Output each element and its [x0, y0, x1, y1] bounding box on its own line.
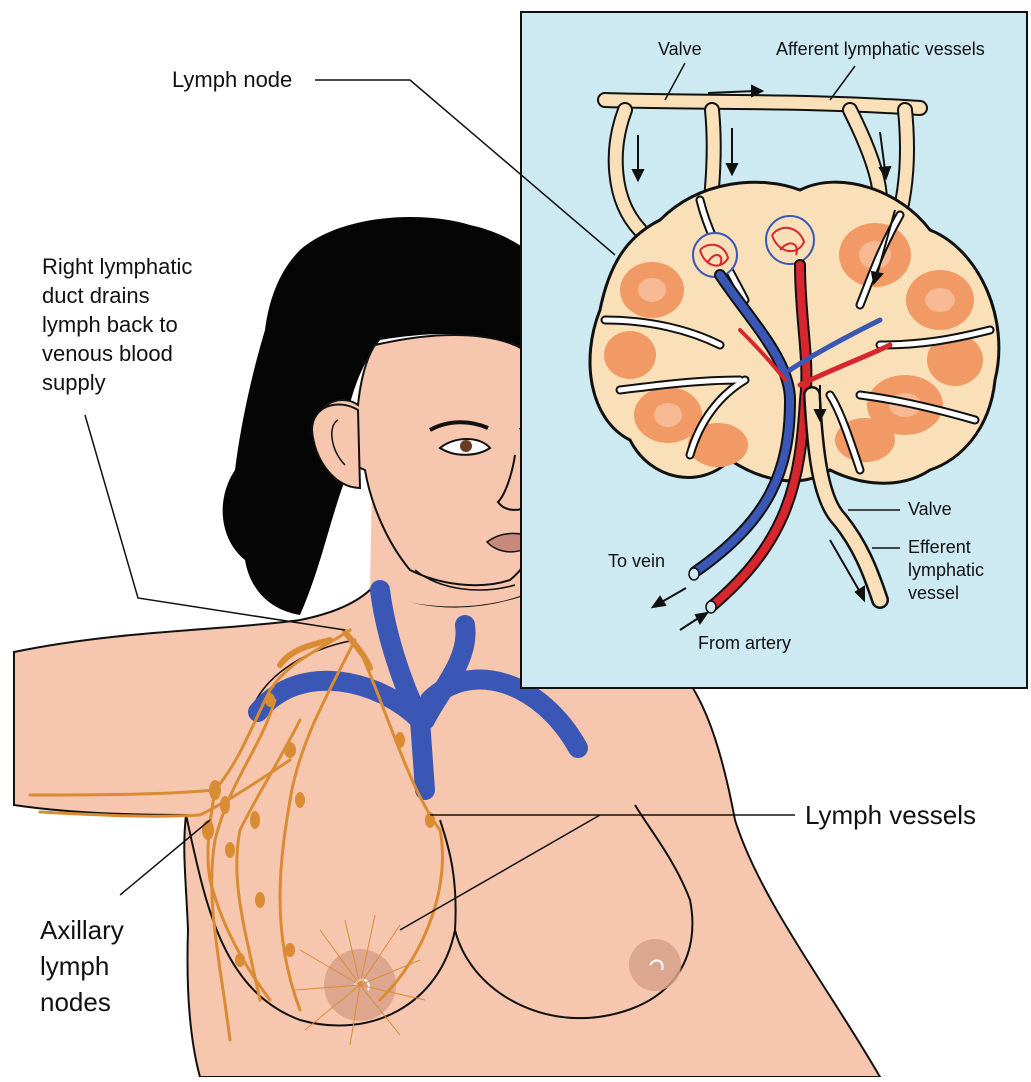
duct-line-2: duct drains [42, 281, 192, 310]
axillary-line-1: Axillary [40, 912, 124, 948]
label-lymph-node: Lymph node [172, 65, 292, 94]
label-afferent-vessels: Afferent lymphatic vessels [776, 38, 985, 61]
duct-line-4: venous blood [42, 339, 192, 368]
label-from-artery: From artery [698, 632, 791, 655]
artery-opening [706, 601, 716, 613]
right-areola [629, 939, 681, 991]
label-to-vein: To vein [608, 550, 665, 573]
left-iris [460, 440, 472, 452]
vein-opening [689, 568, 699, 580]
axillary-line-3: nodes [40, 984, 124, 1020]
label-lymph-vessels: Lymph vessels [805, 800, 976, 831]
axillary-line-2: lymph [40, 948, 124, 984]
duct-line-1: Right lymphatic [42, 252, 192, 281]
efferent-line-3: vessel [908, 582, 984, 605]
label-axillary-nodes: Axillary lymph nodes [40, 912, 124, 1020]
efferent-line-1: Efferent [908, 536, 984, 559]
label-right-lymphatic-duct: Right lymphatic duct drains lymph back t… [42, 252, 192, 397]
duct-line-5: supply [42, 368, 192, 397]
label-valve-bottom: Valve [908, 498, 952, 521]
label-valve-top: Valve [658, 38, 702, 61]
efferent-line-2: lymphatic [908, 559, 984, 582]
label-efferent-vessel: Efferent lymphatic vessel [908, 536, 984, 605]
duct-line-3: lymph back to [42, 310, 192, 339]
